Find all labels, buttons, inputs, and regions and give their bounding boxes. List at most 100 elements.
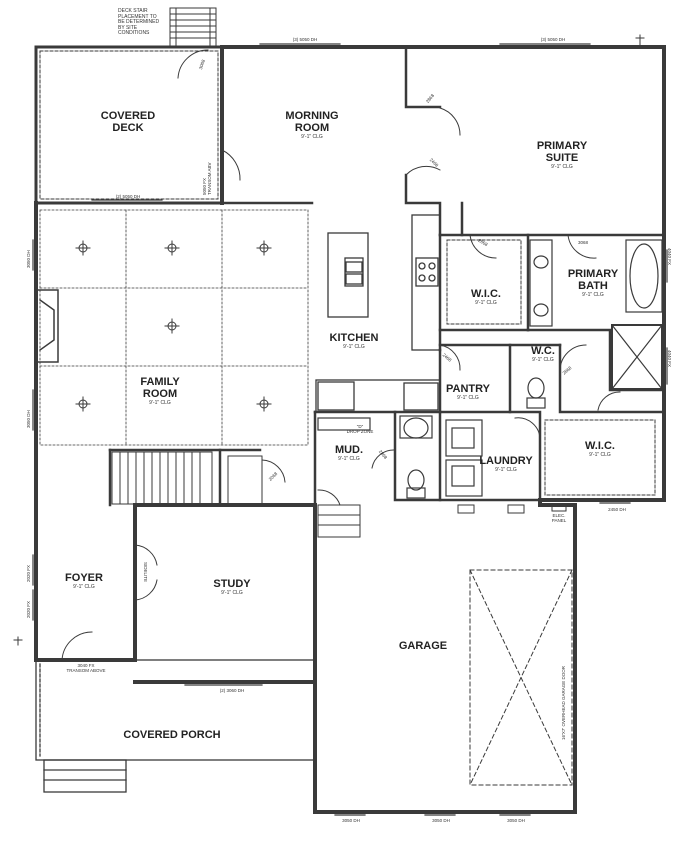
room-name: MORNING	[285, 110, 339, 122]
ceiling-height: 9'-1" CLG	[551, 164, 573, 170]
sidelite-label: SIDELITE	[143, 562, 148, 583]
window-marks	[32, 43, 668, 816]
room-name: COVERED PORCH	[123, 729, 221, 741]
room-mud: MUD. 9'-1" CLG	[335, 444, 363, 463]
ceiling-height: 9'-1" CLG	[221, 590, 243, 596]
laundry-fixtures	[317, 415, 483, 499]
room-name: W.C.	[531, 345, 555, 357]
note-line: TRANSOM ABV	[207, 162, 212, 195]
family-room-ceiling-grid	[39, 209, 309, 446]
note-line: PANEL	[551, 518, 567, 523]
note-line: DROP ZONE	[346, 429, 374, 434]
room-study: STUDY 9'-1" CLG	[213, 578, 250, 597]
ceiling-height: 9'-1" CLG	[457, 395, 479, 401]
room-name: MUD.	[334, 444, 364, 456]
foyer-door-label: 3040 FX TRANSOM ABOVE	[66, 663, 105, 673]
ceiling-height: 9'-1" CLG	[149, 400, 171, 406]
room-primary-bath: PRIMARY BATH 9'-1" CLG	[568, 268, 618, 299]
window-label-vertical: 3050 DH	[26, 250, 31, 268]
ceiling-height: 9'-1" CLG	[582, 292, 604, 298]
deck-stair-note: DECK STAIR PLACEMENT TO BE DETERMINED BY…	[118, 8, 160, 37]
window-label-vertical: 2020 FX	[26, 600, 31, 618]
room-name: LAUNDRY	[479, 455, 533, 467]
ceiling-height: 9'-1" CLG	[338, 456, 360, 462]
room-name: PRIMARY	[536, 140, 588, 152]
room-name: BATH	[578, 280, 608, 292]
room-name: PANTRY	[446, 383, 490, 395]
room-morning-room: MORNING ROOM 9'-1" CLG	[285, 110, 338, 141]
window-label: 2450 DH	[608, 507, 626, 512]
note-line: CONDITIONS	[118, 30, 150, 36]
window-label: (3) 5050 DH	[540, 37, 566, 42]
garage-window-label: 3050 DH	[342, 818, 360, 823]
window-label: (3) 5050 DH	[292, 37, 318, 42]
room-name: W.I.C.	[585, 440, 615, 452]
room-name: FOYER	[65, 572, 103, 584]
main-stairs	[111, 451, 263, 505]
room-wic-upper: W.I.C. 9'-1" CLG	[471, 288, 501, 307]
room-foyer: FOYER 9'-1" CLG	[65, 572, 103, 591]
note-line: "D"	[356, 424, 364, 429]
room-primary-suite: PRIMARY SUITE 9'-1" CLG	[537, 140, 587, 171]
garage-window-label: 3050 DH	[432, 818, 450, 823]
room-name: ROOM	[294, 122, 330, 134]
garage-door	[469, 569, 573, 786]
ceiling-height: 9'-1" CLG	[301, 134, 323, 140]
room-family-room: FAMILY ROOM 9'-1" CLG	[140, 376, 179, 407]
garage-utilities	[457, 504, 567, 514]
room-name: GARAGE	[398, 640, 448, 652]
ceiling-height: 9'-1" CLG	[495, 467, 517, 473]
garage-door-label: 16'X7' OVERHEAD GARAGE DOOR	[561, 666, 566, 740]
room-name: DECK	[112, 122, 144, 134]
room-wc: W.C. 9'-1" CLG	[531, 345, 555, 364]
door-label: 3068	[578, 240, 589, 245]
interior-walls	[34, 45, 666, 662]
room-garage: GARAGE	[399, 640, 447, 652]
room-covered-porch: COVERED PORCH	[123, 729, 220, 741]
ceiling-height: 9'-1" CLG	[343, 344, 365, 350]
room-name: ROOM	[142, 388, 178, 400]
note-line: BY SITE	[118, 24, 138, 31]
door-swings	[61, 49, 621, 661]
north-mark	[13, 34, 645, 646]
ceiling-height: 9'-1" CLG	[589, 452, 611, 458]
room-kitchen: KITCHEN 9'-1" CLG	[330, 332, 379, 351]
window-label: (2) 5050 DH	[115, 194, 141, 199]
covered-porch	[35, 659, 316, 793]
note-line: DECK STAIR	[118, 8, 148, 14]
note-line: BE DETERMINED	[118, 19, 160, 25]
room-covered-deck: COVERED DECK	[101, 110, 155, 134]
room-wic-lower: W.I.C. 9'-1" CLG	[585, 440, 615, 459]
room-name: PRIMARY	[567, 268, 619, 280]
garage-steps	[317, 504, 361, 538]
light-fixtures	[75, 240, 272, 412]
room-name: COVERED	[100, 110, 156, 122]
room-name: W.I.C.	[471, 288, 501, 300]
room-name: STUDY	[213, 578, 251, 590]
window-label-vertical: 2020 FX	[26, 564, 31, 582]
ceiling-height: 9'-1" CLG	[73, 584, 95, 590]
window-label-vertical: 4040 FX	[667, 350, 672, 368]
window-label: (2) 3060 DH	[219, 688, 245, 693]
ceiling-height: 9'-1" CLG	[532, 357, 554, 363]
wic-shelving	[446, 239, 656, 496]
note-line: TRANSOM ABOVE	[66, 668, 106, 673]
room-laundry: LAUNDRY 9'-1" CLG	[479, 455, 532, 474]
garage-window-label: 3050 DH	[507, 818, 525, 823]
deck-dashed-inner	[39, 50, 219, 200]
fireplace	[35, 289, 59, 363]
deck-stair	[169, 7, 217, 47]
window-label-vertical: 4040 FX	[667, 248, 672, 266]
room-name: KITCHEN	[329, 332, 379, 344]
room-name: SUITE	[545, 152, 579, 164]
drop-zone-label: "D" DROP ZONE	[347, 424, 374, 434]
note-line: ELEC.	[552, 513, 566, 518]
kitchen-fixtures	[315, 214, 441, 413]
note-line: 3040 FX	[77, 663, 95, 668]
ceiling-height: 9'-1" CLG	[475, 300, 497, 306]
bath-fixtures	[526, 239, 663, 409]
room-name: FAMILY	[140, 376, 180, 388]
transom-label: 5050 FX TRANSOM ABV	[202, 162, 212, 195]
room-pantry: PANTRY 9'-1" CLG	[446, 383, 490, 402]
